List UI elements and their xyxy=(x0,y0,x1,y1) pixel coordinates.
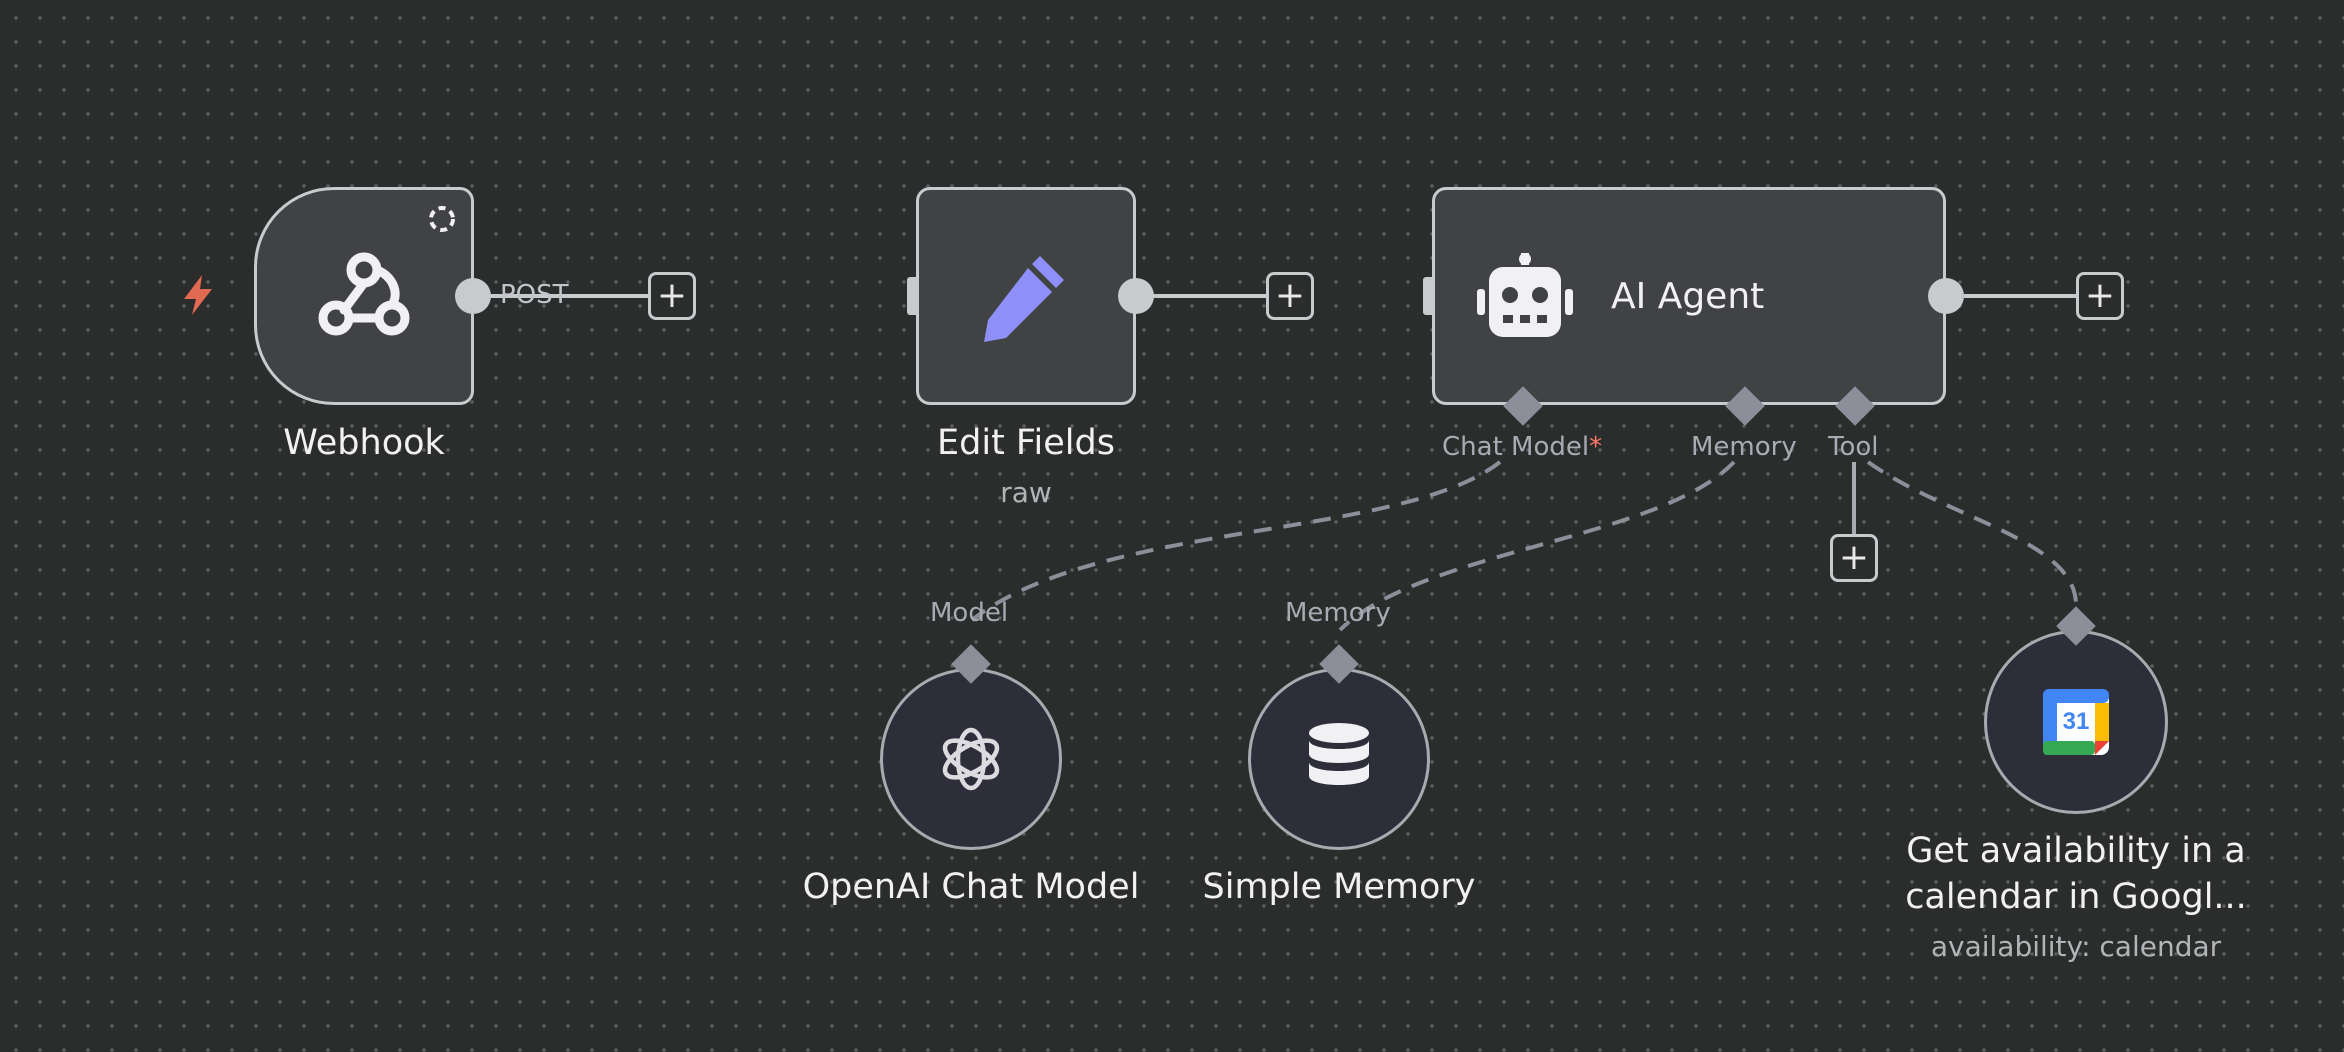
google-calendar-icon: 31 xyxy=(2043,689,2109,755)
webhook-listening-icon xyxy=(427,204,457,234)
simple-memory-node[interactable] xyxy=(1248,668,1430,850)
edit-fields-add-node-button[interactable]: + xyxy=(1266,272,1314,320)
openai-chat-model-label: OpenAI Chat Model xyxy=(802,867,1140,907)
add-tool-button[interactable]: + xyxy=(1830,534,1878,582)
pencil-icon xyxy=(976,246,1076,346)
robot-icon xyxy=(1477,253,1573,339)
ai-agent-output-port[interactable] xyxy=(1928,278,1964,314)
edit-fields-label: Edit Fields xyxy=(937,423,1115,463)
connection-chat-model xyxy=(970,460,1502,622)
ai-agent-add-node-button[interactable]: + xyxy=(2076,272,2124,320)
google-calendar-label-line1: Get availability in a xyxy=(1906,831,2246,871)
simple-memory-label: Simple Memory xyxy=(1202,867,1476,907)
edit-fields-node[interactable] xyxy=(916,187,1136,405)
google-calendar-node[interactable]: 31 xyxy=(1984,630,2168,814)
webhook-label: Webhook xyxy=(283,423,445,463)
openai-chat-model-node[interactable] xyxy=(880,668,1062,850)
webhook-output-label: POST xyxy=(500,280,569,310)
connection-memory xyxy=(1338,460,1736,632)
memory-input-label: Memory xyxy=(1285,598,1391,628)
webhook-add-node-button[interactable]: + xyxy=(648,272,696,320)
ai-agent-label: AI Agent xyxy=(1611,275,1765,317)
google-calendar-date: 31 xyxy=(2062,708,2090,735)
webhook-icon xyxy=(314,248,414,344)
google-calendar-label-line2: calendar in Googl... xyxy=(1905,877,2247,917)
openai-icon xyxy=(935,723,1007,795)
webhook-output-port[interactable] xyxy=(455,278,491,314)
chat-model-port-label: Chat Model* xyxy=(1442,432,1603,462)
webhook-node[interactable] xyxy=(254,187,474,405)
model-input-label: Model xyxy=(930,598,1009,628)
tool-port-label: Tool xyxy=(1828,432,1879,462)
google-calendar-subtitle: availability: calendar xyxy=(1930,930,2222,963)
database-icon xyxy=(1307,722,1371,796)
edit-fields-subtitle: raw xyxy=(1000,476,1052,509)
trigger-bolt-icon xyxy=(178,273,218,317)
required-marker: * xyxy=(1589,432,1603,462)
memory-port-label: Memory xyxy=(1691,432,1797,462)
edit-fields-output-port[interactable] xyxy=(1118,278,1154,314)
ai-agent-node[interactable]: AI Agent xyxy=(1432,187,1946,405)
connection-tool xyxy=(1866,460,2078,606)
